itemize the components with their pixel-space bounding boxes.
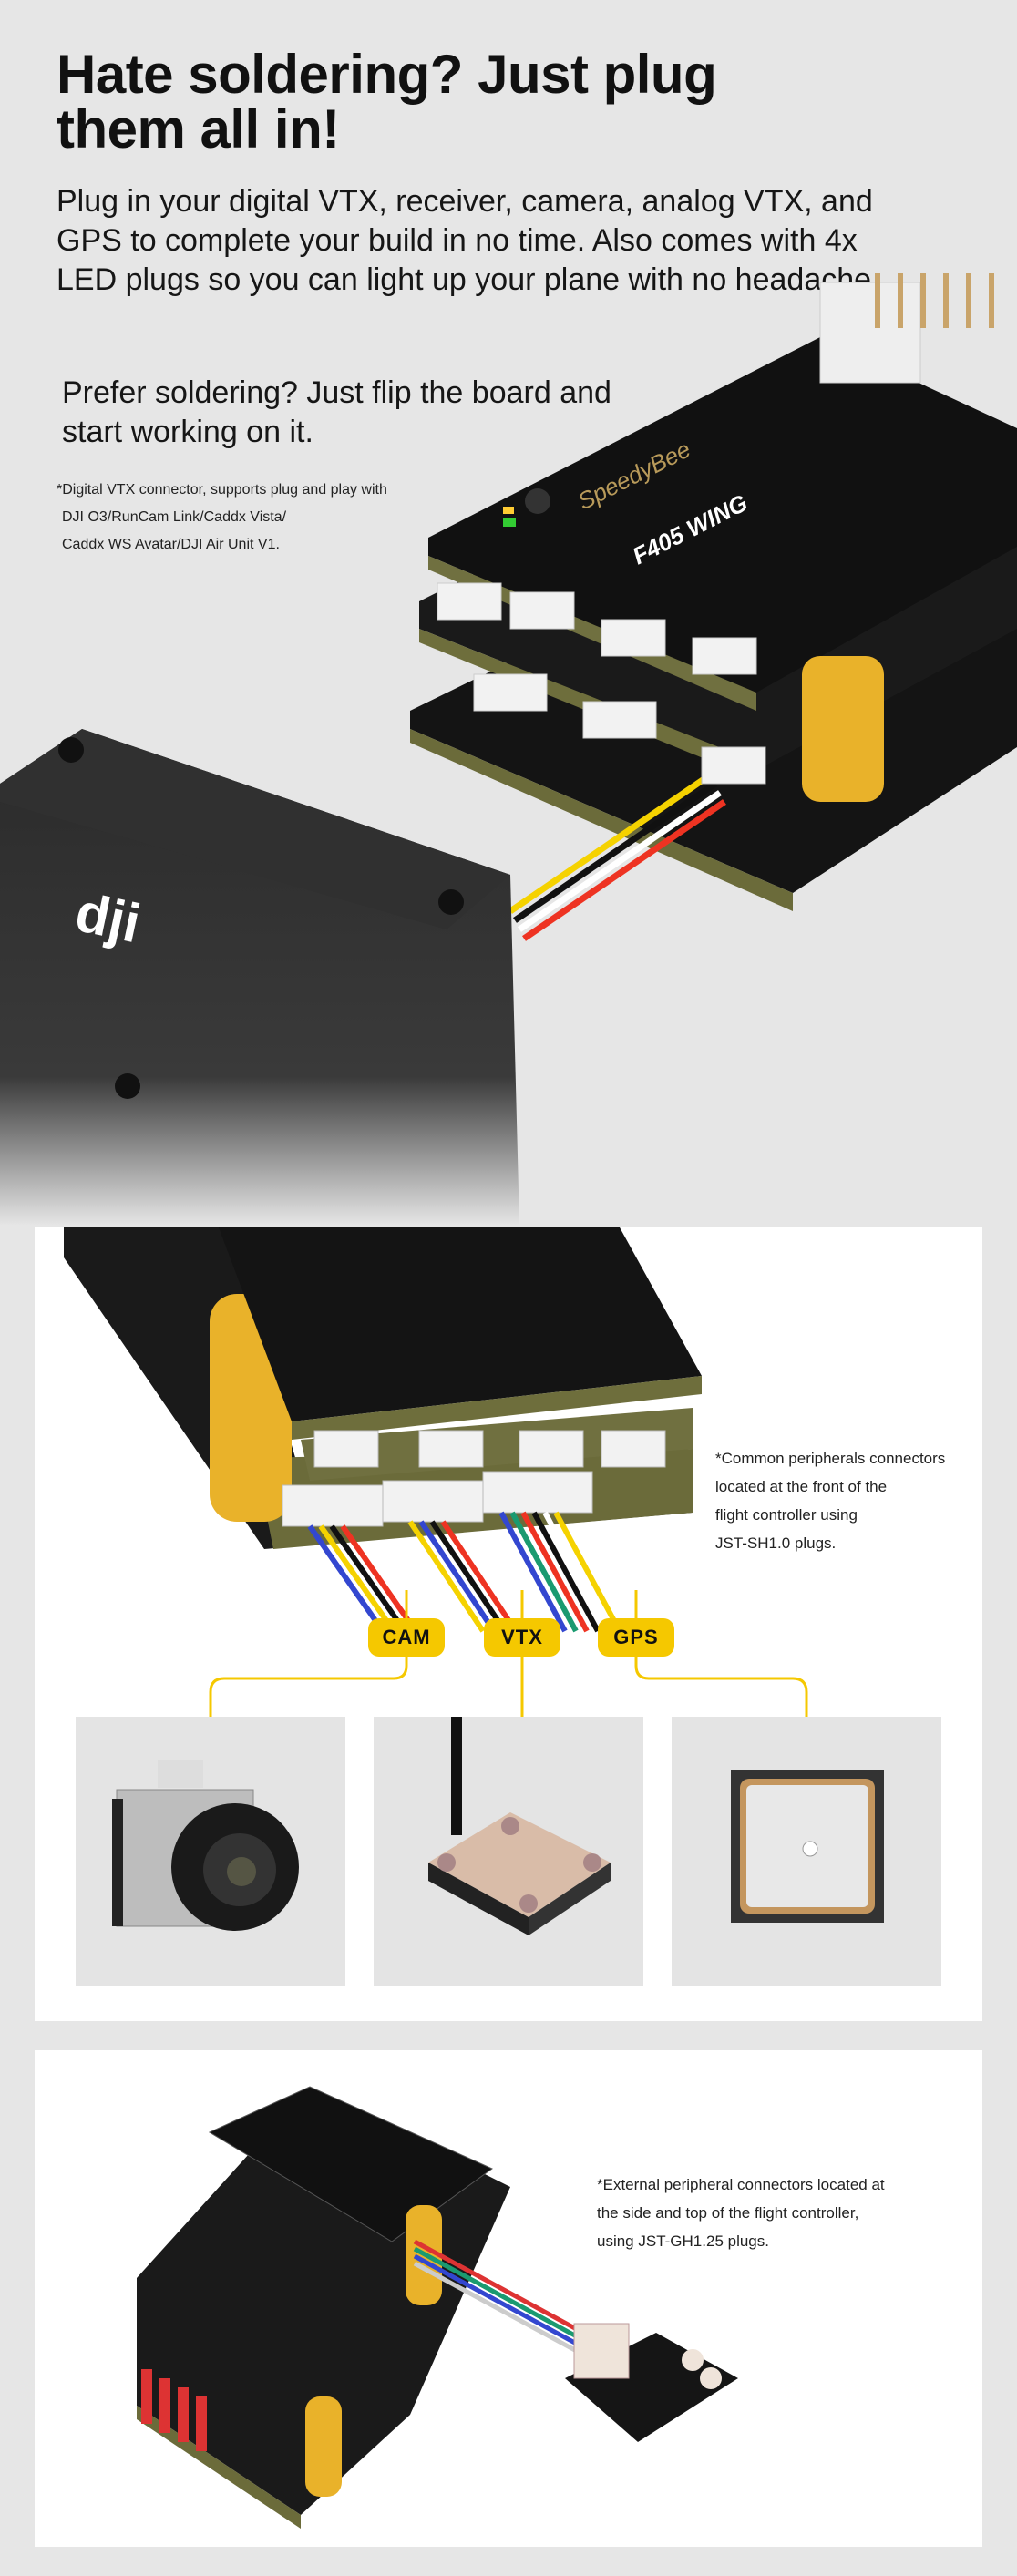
hero-product-image: SpeedyBee F405 WING dji	[0, 273, 1017, 1226]
note-line: the side and top of the flight controlle…	[597, 2204, 859, 2222]
vtx-product-image	[374, 1717, 643, 1986]
note-line: using JST-GH1.25 plugs.	[597, 2232, 769, 2250]
note-line: *Common peripherals connectors	[715, 1450, 946, 1467]
side-connectors-board-image	[137, 2086, 738, 2529]
note-line: flight controller using	[715, 1506, 858, 1524]
side-connectors-note: *External peripheral connectors located …	[597, 2171, 885, 2255]
hero-prefer-text: Prefer soldering? Just flip the board an…	[62, 375, 611, 449]
tag-vtx: VTX	[484, 1618, 560, 1657]
page-title: Hate soldering? Just plug them all in!	[56, 44, 717, 159]
svg-text:dji: dji	[70, 881, 145, 954]
connector-lines	[209, 1590, 808, 1717]
hero-footnote: *Digital VTX connector, supports plug an…	[56, 477, 387, 559]
front-connectors-board-image	[64, 1227, 702, 1633]
note-line: located at the front of the	[715, 1478, 888, 1495]
footnote-line: Caddx WS Avatar/DJI Air Unit V1.	[62, 537, 280, 552]
hero-description: Plug in your digital VTX, receiver, came…	[56, 184, 880, 297]
tag-gps: GPS	[598, 1618, 674, 1657]
note-line: JST-SH1.0 plugs.	[715, 1534, 837, 1552]
footnote-line: *Digital VTX connector, supports plug an…	[56, 482, 387, 498]
gps-product-image	[672, 1717, 941, 1986]
footnote-line: DJI O3/RunCam Link/Caddx Vista/	[62, 509, 287, 525]
note-line: *External peripheral connectors located …	[597, 2176, 885, 2193]
front-connectors-note: *Common peripherals connectors located a…	[715, 1444, 945, 1557]
camera-product-image	[76, 1717, 345, 1986]
tag-cam: CAM	[368, 1618, 445, 1657]
